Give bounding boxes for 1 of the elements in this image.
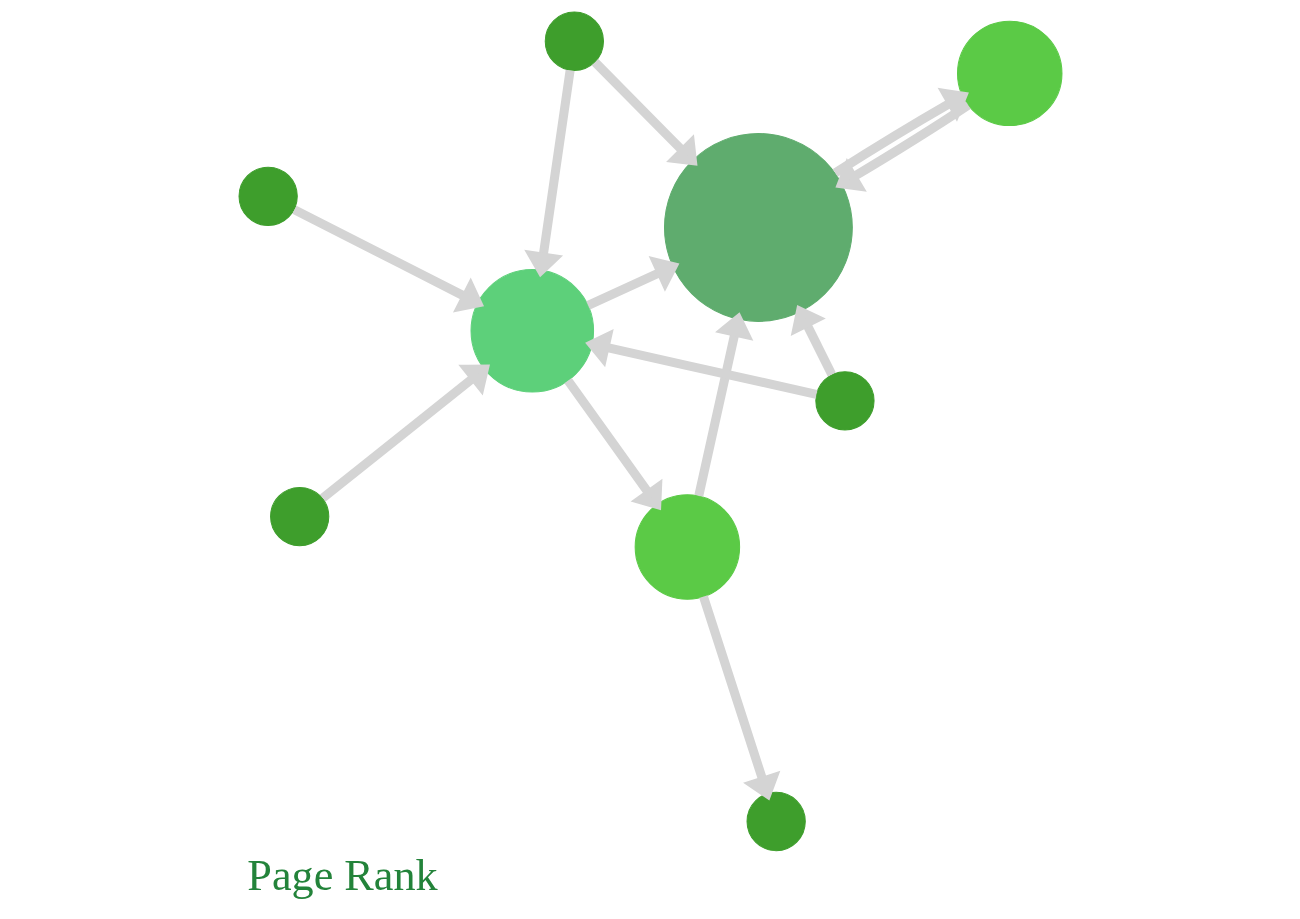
diagram-title: Page Rank	[246, 851, 438, 901]
